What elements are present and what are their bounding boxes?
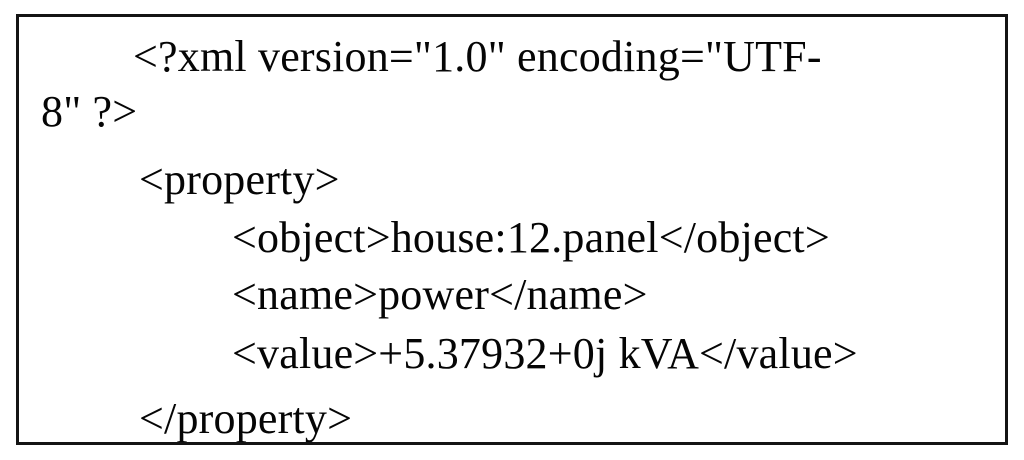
code-line-xml-prolog-part1: <?xml version="1.0" encoding="UTF- (133, 32, 822, 81)
code-line-object: <object>house:12.panel</object> (232, 213, 830, 262)
code-line-property-close: </property> (139, 394, 353, 443)
xml-listing-figure: <?xml version="1.0" encoding="UTF- 8" ?>… (16, 14, 1008, 445)
code-line-property-open: <property> (139, 155, 340, 204)
code-line-value: <value>+5.37932+0j kVA</value> (232, 329, 858, 378)
xml-code-block: <?xml version="1.0" encoding="UTF- 8" ?>… (19, 17, 1005, 442)
code-line-name: <name>power</name> (232, 270, 648, 319)
code-line-xml-prolog-part2: 8" ?> (41, 87, 138, 136)
